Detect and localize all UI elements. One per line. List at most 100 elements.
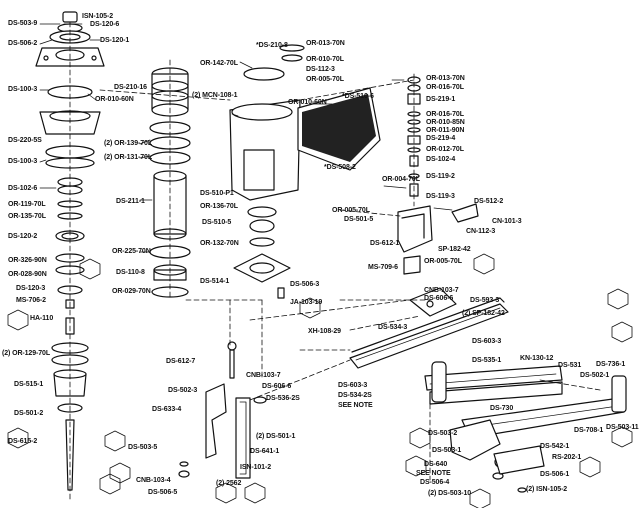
part-callout: (2) OR-129-70L <box>2 350 51 357</box>
part-callout: OR-136-70L <box>200 203 238 210</box>
part-callout: OR-010-60N <box>95 96 134 103</box>
part-callout: DS-219-4 <box>426 135 456 142</box>
part-callout: DS-120-3 <box>16 285 46 292</box>
part-callout: CNB-103-7 <box>246 372 281 379</box>
part-callout: DS-515-1 <box>14 381 44 388</box>
part-callout: (2) 2562 <box>216 480 242 487</box>
part-callout: DS-640 <box>424 461 448 468</box>
part-callout: DS-615-2 <box>8 438 38 445</box>
part-callout: (2) OR-131-70L <box>104 154 153 161</box>
part-callout: DS-603-3 <box>338 382 368 389</box>
part-callout: OR-326-90N <box>8 257 47 264</box>
part-callout: DS-503-5 <box>128 444 158 451</box>
part-callout: ISN-105-2 <box>82 13 114 20</box>
part-callout: DS-506-5 <box>148 489 178 496</box>
part-callout: DS-534-2S <box>338 392 372 399</box>
part-callout: JA-103-19 <box>290 299 323 306</box>
part-callout: OR-016-70L <box>426 84 464 91</box>
part-callout: OR-132-70N <box>200 240 239 247</box>
part-callout: DS-736-1 <box>596 361 626 368</box>
part-callout: OR-016-70L <box>426 111 464 118</box>
part-callout: OR-005-70L <box>424 258 462 265</box>
part-callout: DS-512-2 <box>474 198 504 205</box>
part-callout: DS-211-1 <box>116 198 145 205</box>
nailer-body-housing <box>229 44 381 299</box>
part-callout: (2) DS-503-10 <box>428 490 472 497</box>
part-callout: OR-013-70N <box>426 75 465 82</box>
magazine-assembly <box>349 287 627 493</box>
part-callout: DS-633-4 <box>152 406 182 413</box>
part-callout: DS-502-1 <box>580 372 610 379</box>
part-callout: DS-534-3 <box>378 324 408 331</box>
part-callout: OR-119-70L <box>8 201 46 208</box>
part-callout: OR-029-70N <box>112 288 151 295</box>
part-callout: DS-612-7 <box>166 358 196 365</box>
part-callout: DS-730 <box>490 405 514 412</box>
part-callout: OR-005-70L <box>332 207 370 214</box>
part-callout: DS-120-6 <box>90 21 120 28</box>
part-callout: DS-536-2S <box>266 395 300 402</box>
part-callout: DS-514-1 <box>200 278 230 285</box>
part-callout: OR-135-70L <box>8 213 46 220</box>
part-callout: (2) SP-182-42 <box>462 310 505 317</box>
part-callout: DS-100-3 <box>8 158 38 165</box>
part-callout: HA-110 <box>30 315 54 322</box>
part-callout: DS-102-4 <box>426 156 456 163</box>
part-callout: DS-641-1 <box>250 448 280 455</box>
part-callout: DS-606-6 <box>262 383 292 390</box>
part-callout: OR-010-60N <box>288 99 327 106</box>
part-callout: MS-709-6 <box>368 264 398 271</box>
part-callout: DS-506-3 <box>290 281 320 288</box>
part-callout: DS-120-2 <box>8 233 38 240</box>
reference-badges <box>7 253 633 508</box>
nosepiece-assembly <box>178 341 267 479</box>
part-callout: DS-501-2 <box>14 410 44 417</box>
part-callout: DS-510-P1 <box>200 190 234 197</box>
part-callout: *DS-510-6 <box>342 93 374 100</box>
part-callout: OR-142-70L <box>200 60 238 67</box>
part-callout: DS-502-3 <box>168 387 198 394</box>
part-callout: DS-220-5S <box>8 137 42 144</box>
part-callout: DS-112-3 <box>306 66 335 73</box>
part-callout: CN-112-3 <box>466 228 496 235</box>
assembly-guide-lines <box>99 59 601 481</box>
part-callout: OR-004-70L <box>382 176 420 183</box>
part-callout: OR-010-70L <box>306 56 344 63</box>
part-callout: DS-506-1 <box>540 471 570 478</box>
part-callout: OR-011-90N <box>426 127 465 134</box>
part-callout: DS-606-6 <box>424 295 454 302</box>
part-callout: ISN-101-2 <box>240 464 272 471</box>
part-callout: DS-535-1 <box>472 357 502 364</box>
part-callout: DS-593-3 <box>470 297 500 304</box>
part-callout: DS-100-3 <box>8 86 38 93</box>
part-callout: DS-506-4 <box>420 479 450 486</box>
part-callout: OR-028-90N <box>8 271 47 278</box>
part-callout: CNB-103-7 <box>424 287 459 294</box>
part-callout: DS-210-16 <box>114 84 147 91</box>
part-callout: DS-503-2 <box>428 430 458 437</box>
part-callout: DS-501-5 <box>344 216 374 223</box>
part-callout: SP-182-42 <box>438 246 471 253</box>
part-callout: RS-202-1 <box>552 454 582 461</box>
part-callout: (2) OR-139-70L <box>104 140 153 147</box>
leader-lines <box>39 23 453 253</box>
part-callout: DS-708-1 <box>574 427 604 434</box>
part-callout: MS-706-2 <box>16 297 46 304</box>
part-callout: OR-005-70L <box>306 76 344 83</box>
part-callout: DS-531 <box>558 362 582 369</box>
part-callout: OR-225-70N <box>112 248 151 255</box>
part-callout: DS-612-1 <box>370 240 400 247</box>
part-callout: SEE NOTE <box>338 402 373 409</box>
part-callout: DS-510-5 <box>202 219 232 226</box>
part-callout: (2) MCN-108-1 <box>192 92 238 99</box>
part-callout: OR-010-85N <box>426 119 465 126</box>
part-callout: CNB-103-4 <box>136 477 171 484</box>
part-callout: SEE NOTE <box>416 470 451 477</box>
part-callout: DS-219-1 <box>426 96 456 103</box>
part-callout: DS-110-8 <box>116 269 145 276</box>
part-callout: OR-012-70L <box>426 146 464 153</box>
part-callout: DS-503-11 <box>606 424 639 431</box>
part-callout: DS-102-6 <box>8 185 38 192</box>
